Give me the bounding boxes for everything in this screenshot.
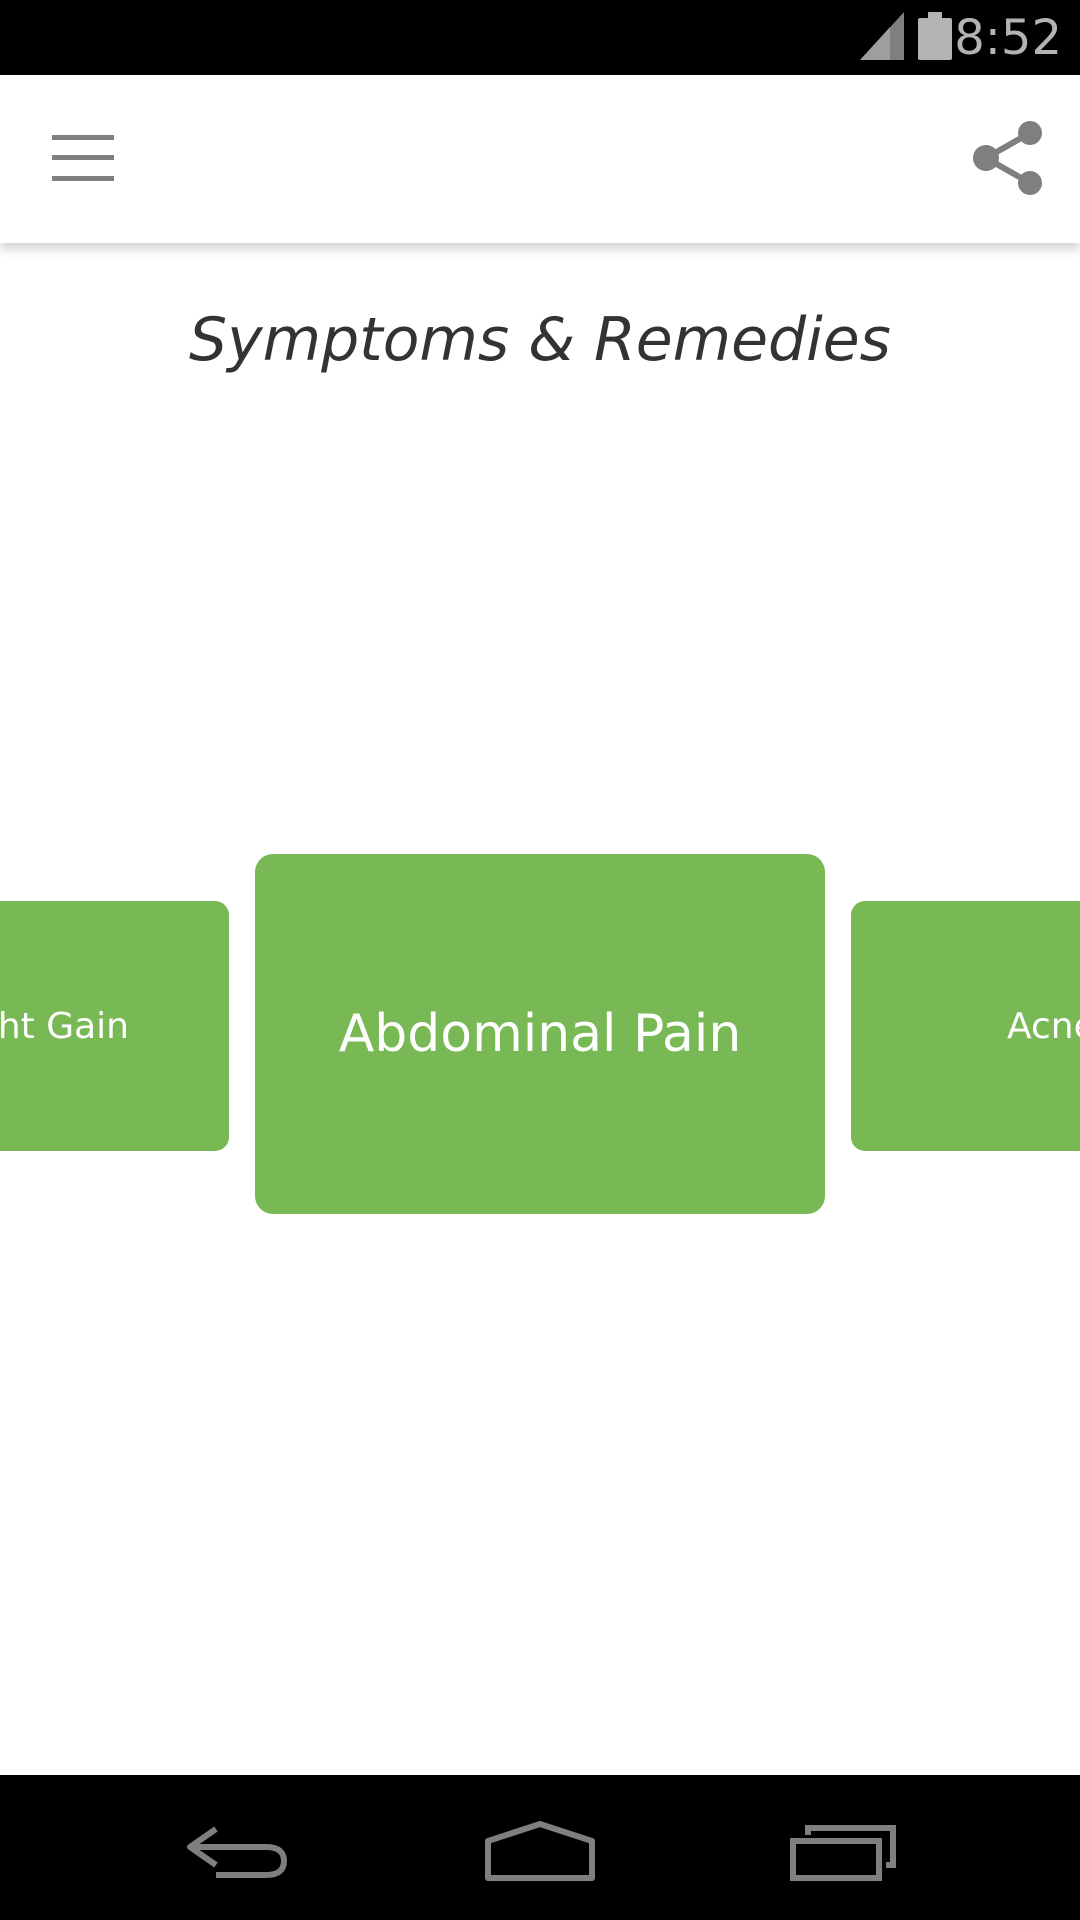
navigation-bar bbox=[0, 1775, 1080, 1920]
carousel-card-label: ght Gain bbox=[0, 1005, 129, 1047]
carousel-card-label: Acne bbox=[1007, 1005, 1080, 1047]
signal-icon bbox=[860, 12, 904, 60]
carousel-card-label: Abdominal Pain bbox=[338, 1004, 742, 1064]
status-bar: 8:52 bbox=[0, 0, 1080, 75]
menu-icon[interactable] bbox=[52, 135, 114, 181]
share-icon[interactable] bbox=[972, 121, 1044, 195]
carousel-card-current[interactable]: Abdominal Pain bbox=[255, 854, 825, 1214]
recents-icon[interactable] bbox=[790, 1825, 896, 1881]
toolbar bbox=[0, 75, 1080, 243]
carousel-card-previous[interactable]: ght Gain bbox=[0, 901, 229, 1151]
home-icon[interactable] bbox=[484, 1821, 596, 1881]
page-title: Symptoms & Remedies bbox=[189, 305, 891, 375]
carousel-card-next[interactable]: Acne bbox=[851, 901, 1080, 1151]
status-time: 8:52 bbox=[954, 10, 1062, 66]
back-icon[interactable] bbox=[186, 1825, 290, 1879]
battery-icon bbox=[918, 12, 952, 60]
